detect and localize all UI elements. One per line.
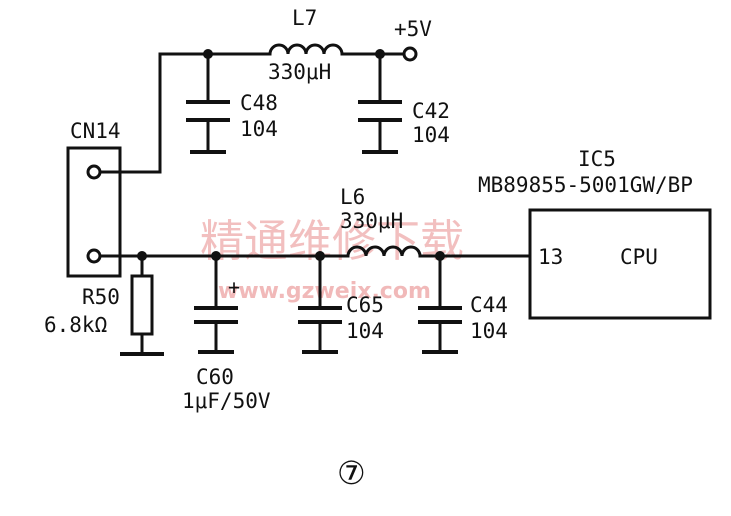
junction-dot (211, 251, 221, 261)
IC5-part-number: MB89855-5001GW/BP (478, 173, 693, 197)
C44-value: 104 (470, 319, 508, 343)
connector-body (66, 146, 122, 278)
junction-dot (203, 49, 213, 59)
plus5v-terminal: +5V (394, 17, 432, 62)
ic-body (528, 208, 712, 320)
connector-pin (86, 248, 102, 264)
R50-value: 6.8kΩ (44, 313, 107, 337)
capacitor-C42: C42 104 (358, 99, 450, 154)
inductor-L6: L6 330μH (340, 185, 422, 258)
capacitor-C65: C65 104 (298, 293, 384, 354)
capacitor-C60: + C60 1μF/50V (182, 275, 271, 413)
ic-IC5: IC5 MB89855-5001GW/BP 13 CPU (478, 147, 712, 320)
connector-pin (86, 164, 102, 180)
inductor-L7: L7 330μH (268, 6, 344, 84)
resistor-R50: R50 6.8kΩ (44, 274, 164, 356)
watermark-url: www.gzweix.com (218, 279, 431, 304)
junction-dot (315, 251, 325, 261)
L7-value: 330μH (268, 60, 331, 84)
R50-ref: R50 (82, 285, 120, 309)
C44-ref: C44 (470, 293, 508, 317)
junction-dot (435, 251, 445, 261)
watermark-text: 精通维修下载 (200, 216, 464, 267)
IC5-ref: IC5 (578, 147, 616, 171)
L7-ref: L7 (292, 6, 317, 30)
C60-ref: C60 (196, 365, 234, 389)
terminal-circle (402, 46, 418, 62)
supply-label: +5V (394, 17, 432, 41)
L6-value: 330μH (340, 209, 403, 233)
capacitor-C44: C44 104 (418, 293, 508, 354)
resistor-body (130, 274, 154, 336)
IC5-pin-number: 13 (538, 245, 563, 269)
C65-ref: C65 (346, 293, 384, 317)
inductor-coil (268, 43, 344, 56)
upper-rail-wires (120, 52, 406, 174)
junction-dot (375, 49, 385, 59)
C42-value: 104 (412, 123, 450, 147)
CN14-ref: CN14 (70, 119, 121, 143)
C42-ref: C42 (412, 99, 450, 123)
junction-dot (137, 251, 147, 261)
capacitor-C48: C48 104 (186, 91, 278, 154)
IC5-function: CPU (620, 245, 658, 269)
C60-polarity-mark: + (228, 275, 240, 299)
C48-value: 104 (240, 117, 278, 141)
L6-ref: L6 (340, 185, 365, 209)
C48-ref: C48 (240, 91, 278, 115)
inductor-coil (346, 245, 422, 258)
figure-number: ⑦ (337, 454, 366, 492)
lower-rail-wires (98, 254, 532, 356)
watermark: 精通维修下载 www.gzweix.com (200, 216, 464, 304)
connector-CN14: CN14 (66, 119, 124, 278)
C65-value: 104 (346, 319, 384, 343)
C60-value: 1μF/50V (182, 389, 271, 413)
